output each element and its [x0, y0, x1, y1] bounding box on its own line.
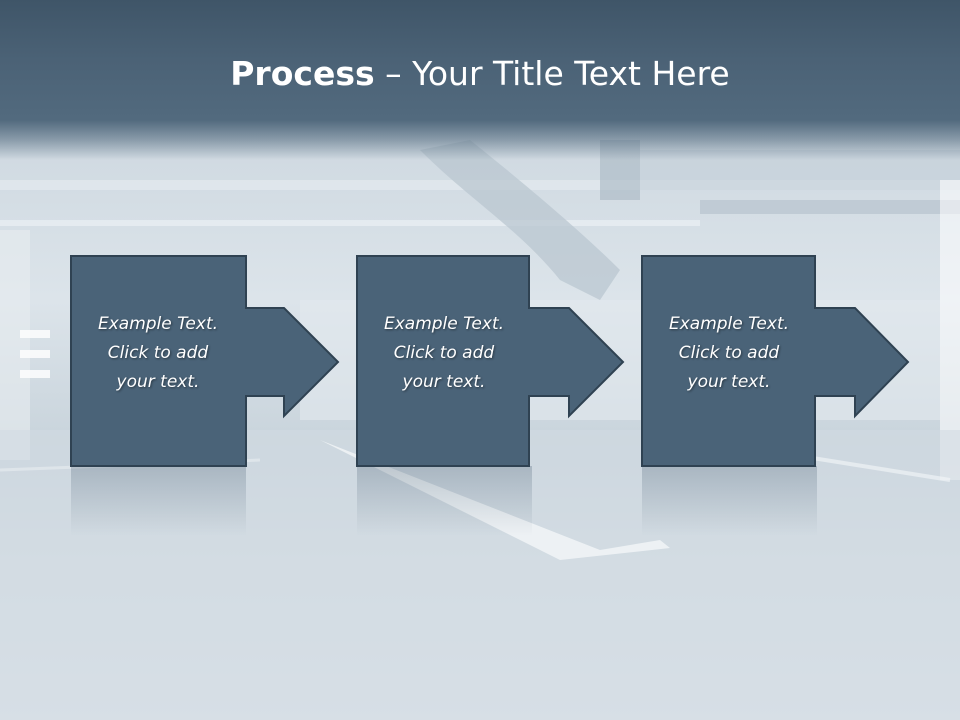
- process-step-3[interactable]: Example Text. Click to add your text.: [641, 255, 910, 467]
- step-2-line-3: your text.: [402, 372, 486, 392]
- step-3-line-2: Click to add: [678, 343, 780, 363]
- step-2-text[interactable]: Example Text. Click to add your text.: [363, 310, 525, 397]
- step-3-text[interactable]: Example Text. Click to add your text.: [648, 310, 810, 397]
- step-3-line-1: Example Text.: [668, 314, 790, 334]
- step-2-reflection: [357, 466, 532, 536]
- arrow-right-shape: [641, 255, 910, 467]
- title-rest: – Your Title Text Here: [374, 54, 730, 93]
- step-3-line-3: your text.: [687, 372, 771, 392]
- step-1-reflection: [71, 466, 246, 536]
- step-1-line-2: Click to add: [107, 343, 209, 363]
- title-bar: [0, 0, 960, 160]
- step-2-line-1: Example Text.: [383, 314, 505, 334]
- process-step-1[interactable]: Example Text. Click to add your text.: [70, 255, 340, 467]
- step-1-text[interactable]: Example Text. Click to add your text.: [77, 310, 239, 397]
- step-3-reflection: [642, 466, 817, 536]
- process-step-2[interactable]: Example Text. Click to add your text.: [356, 255, 625, 467]
- step-1-line-3: your text.: [116, 372, 200, 392]
- step-1-line-1: Example Text.: [97, 314, 219, 334]
- title-strong: Process: [230, 54, 375, 93]
- slide-title[interactable]: Process – Your Title Text Here: [0, 52, 960, 96]
- arrow-right-shape: [70, 255, 340, 467]
- step-2-line-2: Click to add: [393, 343, 495, 363]
- arrow-right-shape: [356, 255, 625, 467]
